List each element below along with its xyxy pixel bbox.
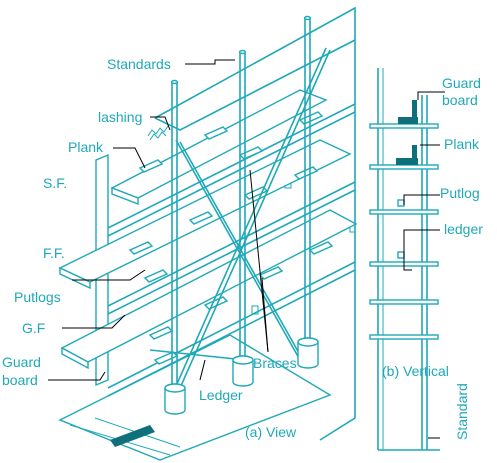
label-ledger: Ledger <box>199 387 243 403</box>
caption-view: (a) View <box>245 424 297 440</box>
label-plank: Plank <box>68 139 104 155</box>
label-putlogs: Putlogs <box>14 289 61 305</box>
label-guard-board-1: Guard <box>2 354 41 370</box>
ground-base <box>58 334 332 461</box>
vertical-guard-board-post <box>412 100 417 120</box>
vlabel-ledger: ledger <box>444 221 483 237</box>
vertical-plank-post <box>412 145 417 161</box>
label-sf: S.F. <box>43 175 67 191</box>
vlabel-standard: Standard <box>454 383 470 440</box>
caption-vertical: (b) Vertical <box>382 363 449 379</box>
label-gf: G.F <box>22 320 45 336</box>
ledgers <box>107 103 356 397</box>
vlabel-guard-1: Guard <box>442 75 481 91</box>
vlabel-putlog: Putlog <box>440 185 480 201</box>
platform-ff <box>58 139 352 290</box>
label-guard-board-2: board <box>2 372 38 388</box>
platform-sf <box>110 89 328 206</box>
standards <box>170 15 312 390</box>
vlabel-plank: Plank <box>444 136 480 152</box>
building-wall <box>154 6 356 441</box>
vlabel-guard-2: board <box>442 92 478 108</box>
label-ff: F.F. <box>43 245 65 261</box>
standard-base-drums <box>164 337 319 415</box>
lashing-knot <box>147 125 169 141</box>
scaffold-vertical-section: Guard board Plank Putlog ledger Standard… <box>369 68 483 451</box>
scaffold-view: Standards lashing Plank S.F. F.F. Putlog… <box>2 6 358 461</box>
label-braces: Braces <box>253 355 297 371</box>
label-standards: Standards <box>107 56 171 72</box>
vertical-leader-lines <box>403 91 445 439</box>
leader-lines <box>48 59 269 381</box>
label-lashing: lashing <box>98 109 142 125</box>
